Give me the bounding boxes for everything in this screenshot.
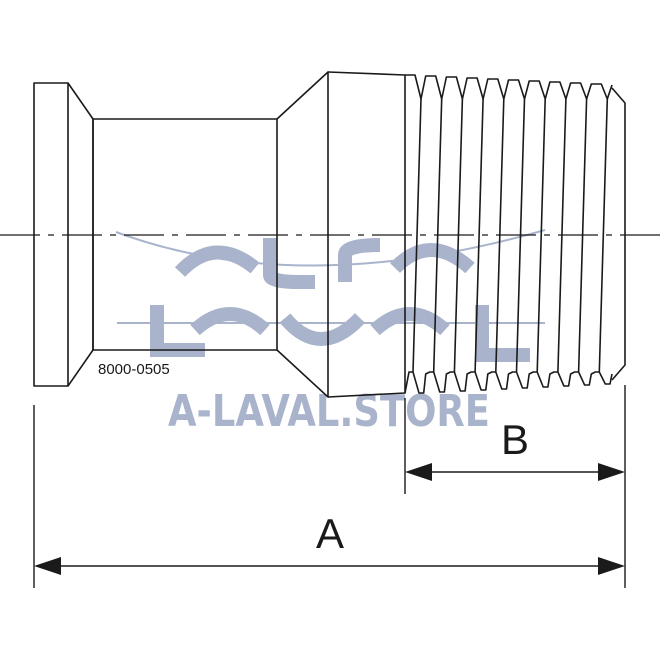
arrow-right-icon xyxy=(598,463,625,481)
arrow-right-icon xyxy=(598,557,625,575)
thread-root-line xyxy=(453,98,464,373)
clamp-flange xyxy=(33,82,69,387)
watermark-store-text: A-LAVAL.STORE xyxy=(168,386,490,437)
thread-root-line xyxy=(412,98,422,373)
dimension-b: B xyxy=(404,385,626,588)
tube-body xyxy=(92,118,278,351)
thread-section xyxy=(404,74,613,394)
reducer-taper xyxy=(276,71,329,398)
thread-root-line xyxy=(474,98,484,373)
watermark-logo xyxy=(115,229,546,362)
thread-root-line xyxy=(557,98,567,373)
fitting-outline xyxy=(33,71,626,398)
thread-root-line xyxy=(598,98,609,373)
dimension-a: A xyxy=(33,405,625,588)
thread-root-line xyxy=(495,98,505,373)
part-number: 8000-0505 xyxy=(98,361,170,378)
dimension-label-b: B xyxy=(501,416,529,463)
thread-root-line xyxy=(432,98,443,373)
hex-section xyxy=(327,71,406,398)
thread-root-line xyxy=(577,98,588,373)
thread-profile-bottom xyxy=(404,371,613,394)
dimension-label-a: A xyxy=(316,510,344,557)
thread-profile-top xyxy=(405,74,613,100)
arrow-left-icon xyxy=(34,557,61,575)
thread-chamfer xyxy=(611,87,626,381)
arrow-left-icon xyxy=(405,463,432,481)
thread-root-line xyxy=(536,98,546,373)
thread-root-line xyxy=(515,98,526,373)
